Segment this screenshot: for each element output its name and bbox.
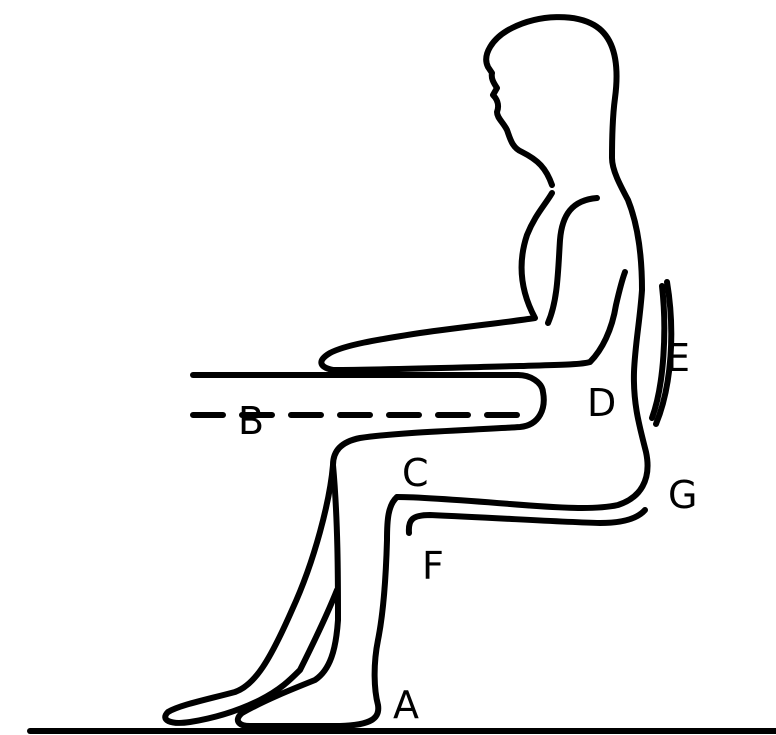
label-g: G [668, 473, 697, 517]
seat-cushion [409, 510, 645, 533]
label-f: F [422, 544, 444, 588]
label-c: C [402, 451, 429, 495]
label-a: A [393, 683, 419, 727]
label-d: D [587, 381, 616, 425]
chest-and-arm-outline [321, 193, 625, 370]
front-leg-outline [165, 375, 543, 723]
label-e: E [666, 336, 690, 380]
back-leg-outline [238, 465, 397, 726]
label-b: B [238, 399, 264, 443]
upper-arm-outline [548, 198, 597, 323]
